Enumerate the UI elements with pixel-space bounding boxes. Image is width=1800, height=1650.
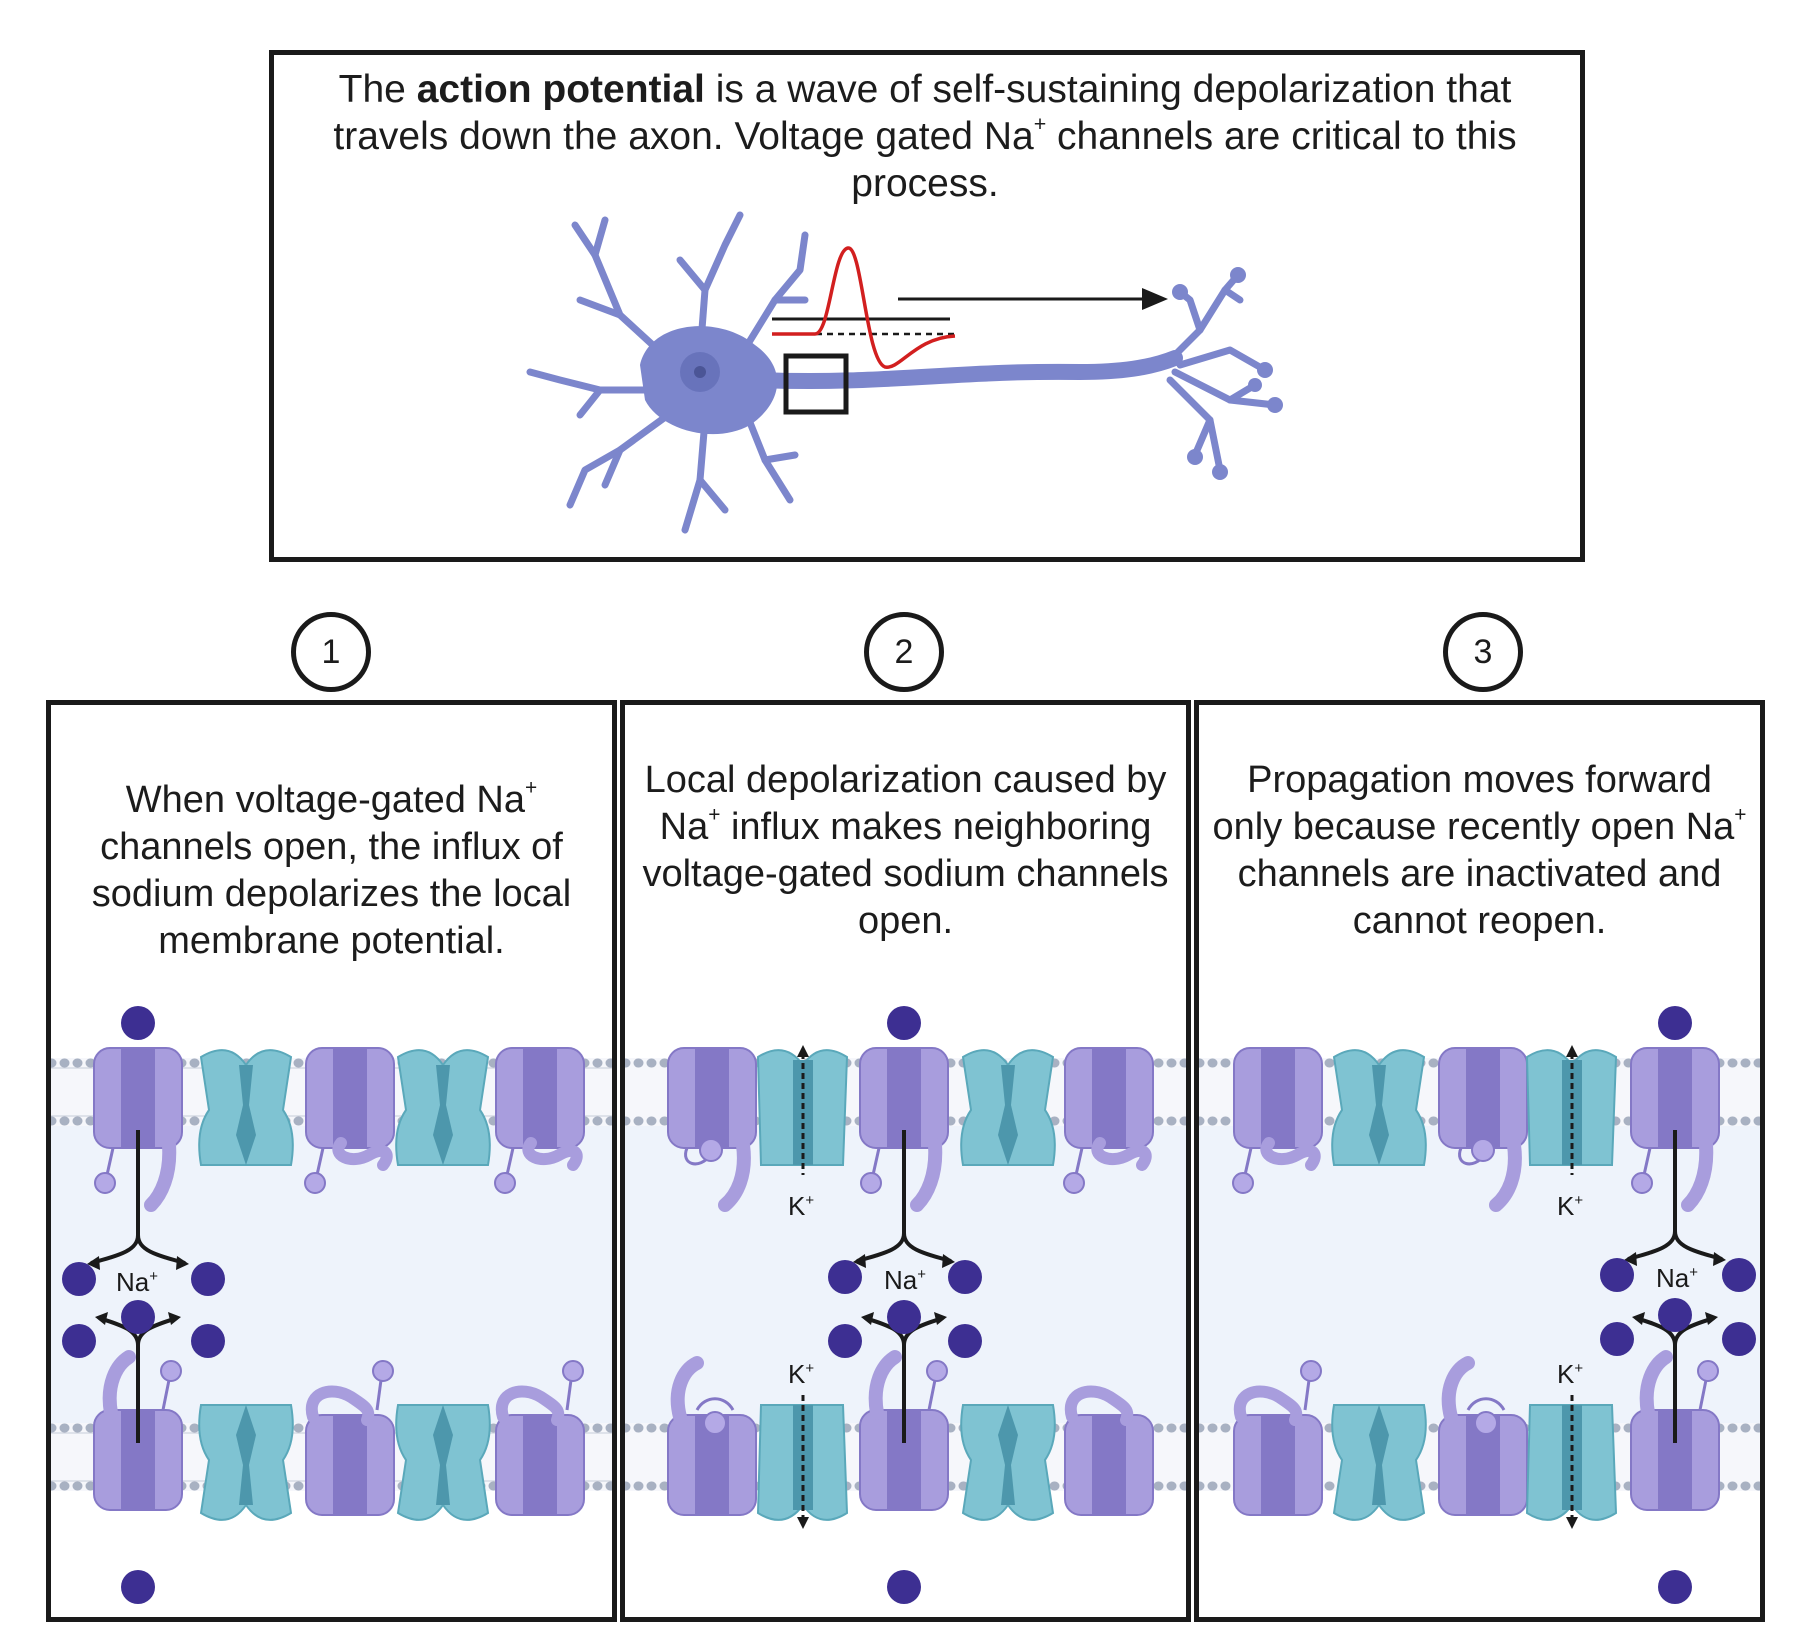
sodium-ion-icon — [62, 1324, 96, 1358]
membrane-scene-2: Na+ K+ K+ — [625, 1006, 1186, 1604]
na-channel-closed-icon — [1064, 1385, 1154, 1516]
axon-zoom-box — [783, 353, 849, 415]
na-channel-closed-icon — [1233, 1360, 1323, 1516]
sodium-ion-icon — [121, 1006, 155, 1040]
sodium-ion-icon — [1600, 1258, 1634, 1292]
step-panel-2: Local depolarization caused by Na+ influ… — [620, 700, 1191, 1622]
k-channel-open-icon — [756, 1045, 849, 1175]
potassium-label: K+ — [1557, 1359, 1583, 1389]
sodium-label: Na+ — [884, 1265, 926, 1295]
membrane-scene-3: Na+ K+ K+ — [1199, 1006, 1760, 1604]
sodium-ion-icon — [121, 1300, 155, 1334]
k-channel-closed-icon — [395, 1049, 491, 1166]
na-channel-open-icon — [1630, 1047, 1720, 1212]
sodium-ion-icon — [948, 1324, 982, 1358]
k-channel-closed-icon — [198, 1404, 294, 1521]
k-channel-closed-icon — [960, 1404, 1056, 1521]
neuron — [526, 211, 1279, 534]
intro-emphasis: action potential — [416, 68, 705, 111]
na-channel-closed-icon — [1063, 1047, 1154, 1194]
k-channel-open-icon — [1525, 1395, 1618, 1529]
k-channel-closed-icon — [395, 1404, 491, 1521]
intro-text: The action potential is a wave of self-s… — [333, 68, 1517, 205]
sodium-ion-icon — [887, 1570, 921, 1604]
na-channel-inactivated-icon — [1438, 1356, 1528, 1516]
sodium-ion-icon — [1722, 1258, 1756, 1292]
k-channel-closed-icon — [1331, 1404, 1427, 1521]
intro-box — [269, 50, 1585, 562]
na-channel-closed-icon — [495, 1360, 585, 1516]
propagation-arrow-icon — [898, 288, 1168, 310]
sodium-ion-icon — [62, 1262, 96, 1296]
action-potential-trace-icon — [772, 246, 956, 369]
na-channel-inactivated-icon — [1438, 1047, 1528, 1212]
na-channel-inactivated-icon — [667, 1356, 757, 1516]
sodium-ion-icon — [887, 1300, 921, 1334]
sodium-label: Na+ — [1656, 1263, 1698, 1293]
step-panel-1: When voltage-gated Na+ channels open, th… — [46, 700, 617, 1622]
step-number-1: 1 — [291, 612, 371, 692]
k-channel-closed-icon — [960, 1049, 1056, 1166]
na-channel-closed-icon — [494, 1047, 585, 1194]
na-channel-open-icon — [93, 1047, 183, 1212]
sodium-ion-icon — [1658, 1006, 1692, 1040]
sodium-label: Na+ — [116, 1267, 158, 1297]
sodium-ion-icon — [191, 1262, 225, 1296]
neuron-illustration — [526, 211, 1283, 534]
step-panel-3: Propagation moves forward only because r… — [1194, 700, 1765, 1622]
step-1-text: When voltage-gated Na+ channels open, th… — [91, 776, 572, 962]
na-channel-open-icon — [93, 1350, 183, 1511]
sodium-ion-icon — [887, 1006, 921, 1040]
k-channel-open-icon — [1525, 1045, 1618, 1175]
na-channel-inactivated-icon — [667, 1047, 757, 1212]
k-channel-closed-icon — [198, 1049, 294, 1166]
potassium-label: K+ — [788, 1191, 814, 1221]
sodium-ion-icon — [948, 1260, 982, 1294]
na-channel-closed-icon — [305, 1360, 395, 1516]
k-channel-open-icon — [756, 1395, 849, 1529]
sodium-ion-icon — [1722, 1322, 1756, 1356]
sodium-ion-icon — [191, 1324, 225, 1358]
na-channel-closed-icon — [304, 1047, 395, 1194]
sodium-ion-icon — [121, 1570, 155, 1604]
sodium-ion-icon — [828, 1260, 862, 1294]
k-channel-closed-icon — [1331, 1049, 1427, 1166]
step-number-3: 3 — [1443, 612, 1523, 692]
na-channel-closed-icon — [1232, 1047, 1323, 1194]
potassium-label: K+ — [788, 1359, 814, 1389]
sodium-ion-icon — [828, 1324, 862, 1358]
sodium-ion-icon — [1658, 1298, 1692, 1332]
membrane-scene-1: Na+ — [51, 1006, 612, 1604]
step-2-text: Local depolarization caused by Na+ influ… — [642, 759, 1169, 942]
step-3-text: Propagation moves forward only because r… — [1212, 759, 1747, 942]
sodium-ion-icon — [1658, 1570, 1692, 1604]
sodium-ion-icon — [1600, 1322, 1634, 1356]
step-number-2: 2 — [864, 612, 944, 692]
potassium-label: K+ — [1557, 1191, 1583, 1221]
